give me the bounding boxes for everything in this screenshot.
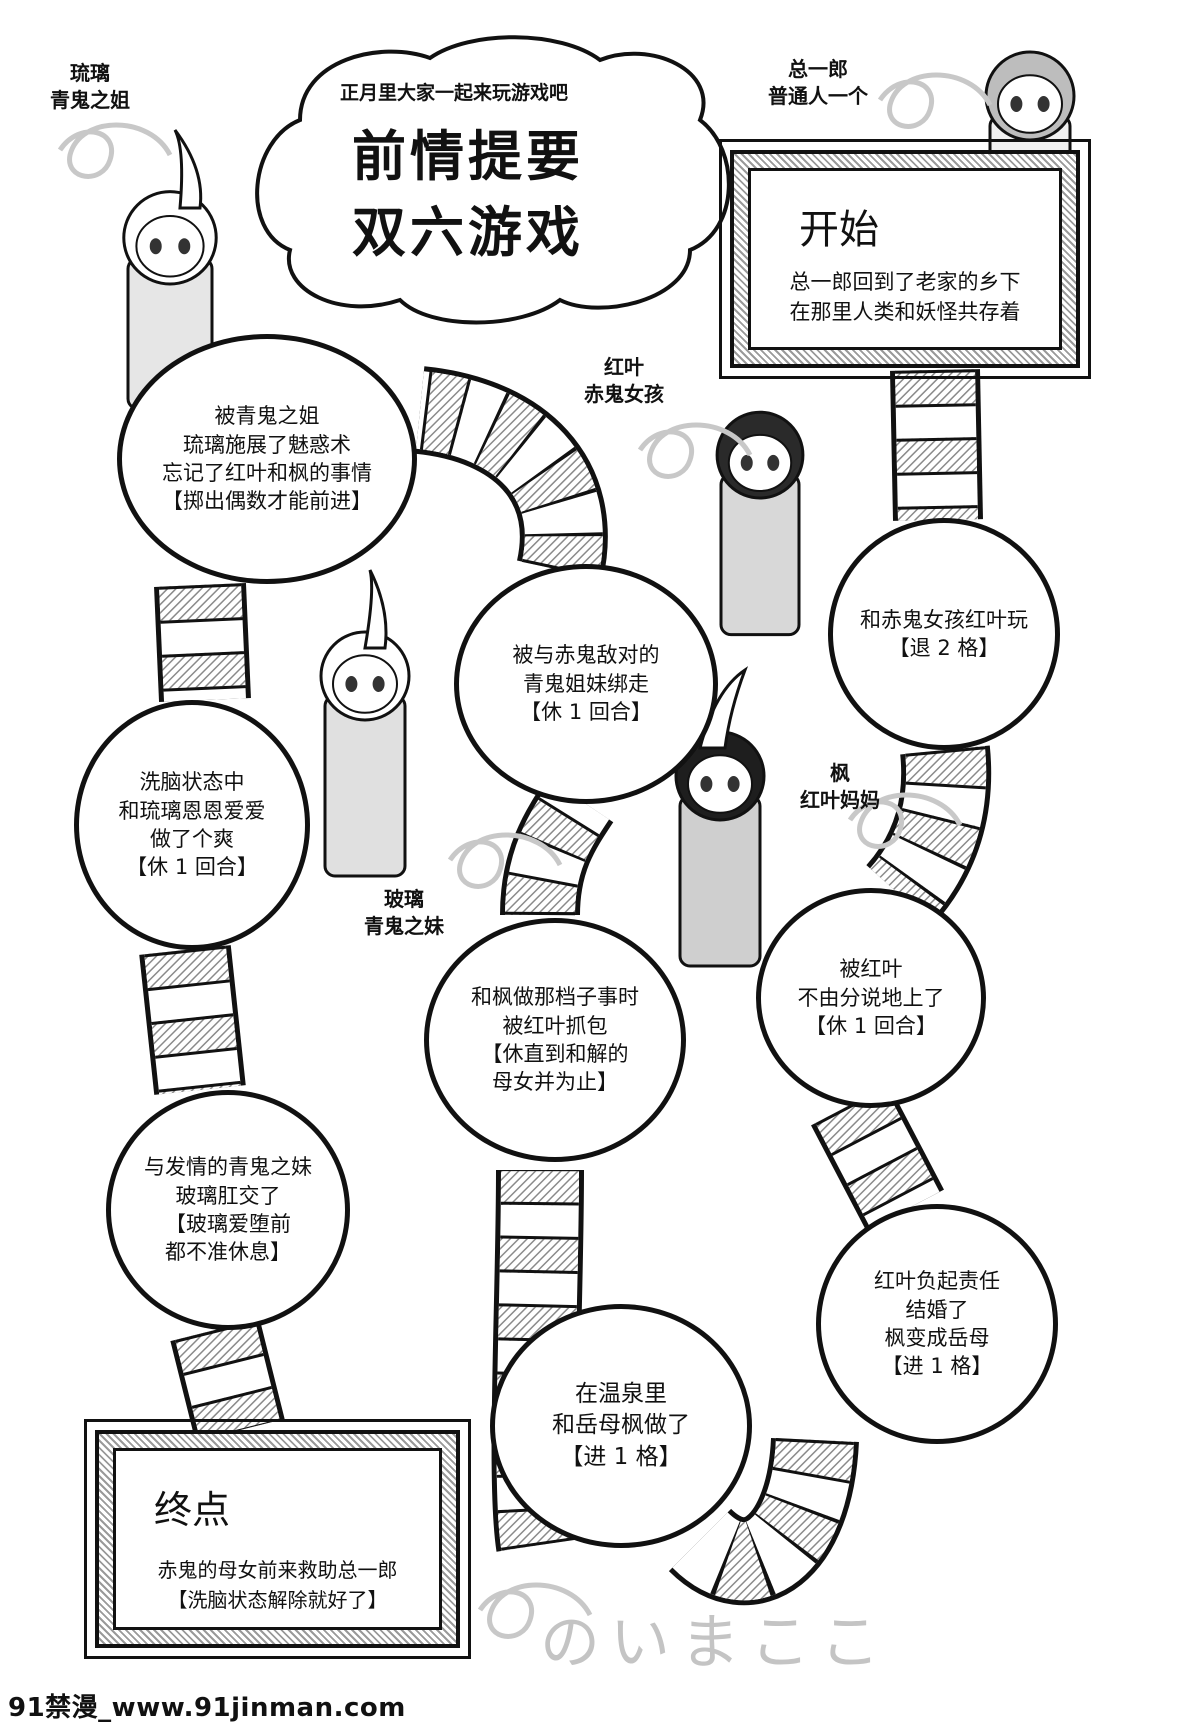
artist-signature: のいまここ [540,1608,890,1678]
goal-text: 赤鬼的母女前来救助总一郎 【洗脑状态解除就好了】 [157,1558,398,1612]
square-abducted: 被与赤鬼敌对的青鬼姐妹绑走 【休 1 回合】 [454,564,718,804]
decorative-swirl-0 [57,122,173,179]
figure-soichiro-eye-left [1010,96,1023,112]
square-caught: 和枫做那档子事时被红叶抓包 【休直到和解的母女并为止】 [424,918,686,1162]
figure-hari-body [323,694,407,878]
figure-ruri-horn [173,129,203,210]
page-title-line2: 双六游戏 [352,201,584,264]
track-left2-rungs [144,945,241,1095]
site-watermark: 91禁漫_www.91jinman.com [8,1693,406,1723]
track-bottom-right-fill [672,1437,854,1601]
figure-kureha-eye-right [767,454,780,471]
track-right1-rungs [869,746,987,922]
track-left3-hatch [175,1320,280,1440]
figure-hari-eye-right [372,676,385,692]
track-start-hatch [895,369,978,521]
decorative-swirl-3 [447,832,563,889]
goal-box: 终点 赤鬼的母女前来救助总一郎 【洗脑状态解除就好了】 [84,1419,471,1659]
track-mid-upper-rungs [505,780,610,916]
figure-ruri-eye-right [178,238,191,255]
figure-kaede-face [687,754,753,814]
page-title-line1: 前情提要 [352,125,584,188]
track-arc-top-hatch [415,371,603,579]
figure-hari-eye-left [345,676,358,692]
track-left1-hatch [159,583,246,702]
square-marriage: 红叶负起责任结婚了 枫变成岳母【进 1 格】 [816,1204,1058,1444]
track-right2-hatch [815,1086,940,1229]
start-title: 开始 [799,207,879,253]
title-cloud [255,35,731,325]
decorative-swirl-4 [847,792,963,849]
figure-hari-horn [363,569,388,650]
label-hari: 玻璃青鬼之妹 [364,887,444,938]
square-brainwashed: 洗脑状态中和琉璃恩恩爱爱 做了个爽【休 1 回合】 [74,700,310,950]
figure-kaede-eye-left [700,776,713,792]
square-charmed: 被青鬼之姐琉璃施展了魅惑术 忘记了红叶和枫的事情【掷出偶数才能前进】 [117,334,417,584]
decorative-swirl-2 [637,422,753,479]
label-kureha: 红叶赤鬼女孩 [584,355,664,406]
figure-soichiro-eye-right [1037,96,1050,112]
figure-ruri-eye-left [149,238,162,255]
header-subtitle: 正月里大家一起来玩游戏吧 [340,82,569,104]
figure-ruri-face [135,214,205,278]
figure-soichiro-face [997,74,1063,134]
figure-kaede-eye-right [727,776,740,792]
start-text: 总一郎回到了老家的乡下 在那里人类和妖怪共存着 [789,270,1021,325]
square-hari-anal: 与发情的青鬼之妹玻璃肛交了 【玻璃爱堕前都不准休息】 [106,1090,350,1330]
label-soichiro: 总一郎普通人一个 [768,57,868,108]
figure-kureha-eye-left [740,454,753,471]
square-kureha-forced: 被红叶不由分说地上了 【休 1 回合】 [756,888,986,1108]
label-kaede: 枫红叶妈妈 [800,761,880,812]
figure-kureha-face [727,433,793,492]
square-onsen: 在温泉里和岳母枫做了 【进 1 格】 [490,1304,752,1548]
decorative-swirl-5 [477,1582,593,1639]
label-ruri: 琉璃青鬼之姐 [50,61,130,112]
start-box: 开始 总一郎回到了老家的乡下 在那里人类和妖怪共存着 [719,139,1091,379]
square-play-kureha: 和赤鬼女孩红叶玩【退 2 格】 [828,518,1060,750]
decorative-swirl-1 [877,72,993,129]
goal-title: 终点 [154,1488,231,1532]
figure-hari-face [332,654,398,714]
